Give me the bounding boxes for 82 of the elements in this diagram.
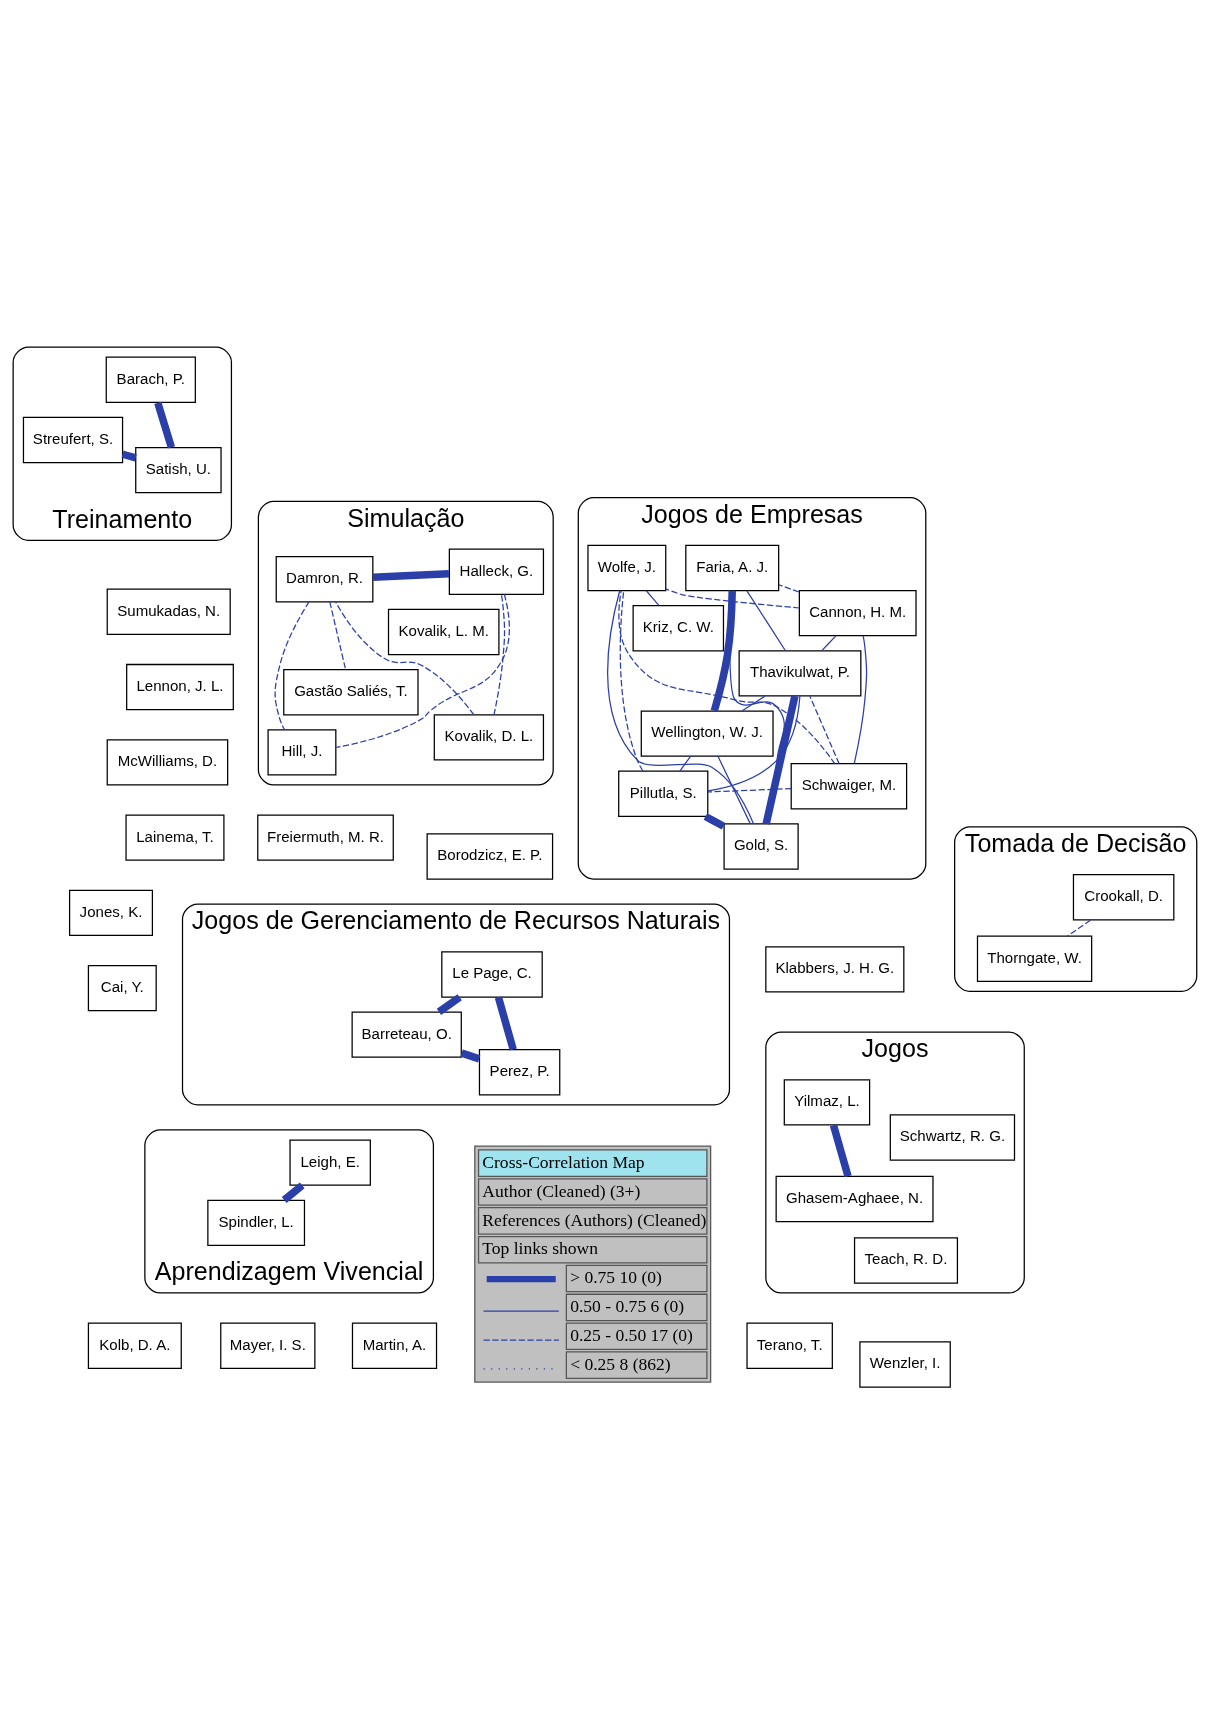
connector: [665, 587, 800, 609]
node-box: Thorngate, W.: [976, 935, 1093, 982]
connector: [493, 593, 506, 715]
node-box: Spindler, L.: [207, 1199, 306, 1246]
node-box: Cannon, H. M.: [798, 589, 917, 636]
connector: [853, 634, 868, 764]
node-box: Mayer, I. S.: [220, 1321, 316, 1369]
label: Top links shown: [482, 1237, 599, 1258]
node-box: Wenzler, I.: [859, 1340, 951, 1388]
connector: [778, 583, 800, 593]
node-box: Halleck, G.: [448, 548, 545, 595]
connector: [154, 401, 176, 448]
node-box: Klabbers, J. H. G.: [765, 945, 905, 993]
node-box: Gastão Saliés, T.: [283, 668, 419, 715]
connector: [329, 601, 347, 670]
connector: [829, 1123, 852, 1177]
node-box: Hill, J.: [267, 728, 337, 776]
label: References (Authors) (Cleaned): [482, 1209, 707, 1230]
connector: [335, 593, 510, 748]
node-box: Barach, P.: [105, 356, 196, 403]
node-box: Barreteau, O.: [351, 1010, 462, 1058]
node-box: Martin, A.: [351, 1321, 438, 1369]
node-box: Satish, U.: [135, 446, 222, 493]
connector: [494, 995, 517, 1051]
connector: [1066, 919, 1092, 937]
legend-label: 0.50 - 0.75 6 (0): [570, 1295, 685, 1316]
node-box: Lainema, T.: [125, 813, 225, 861]
node-box: Damron, R.: [275, 555, 374, 602]
node-box: Schwaiger, M.: [790, 762, 908, 809]
node-box: Yilmaz, L.: [783, 1078, 871, 1126]
node-box: Wolfe, J.: [587, 544, 667, 591]
connector: [121, 450, 137, 462]
node-box: Teach, R. D.: [853, 1236, 959, 1284]
node-box: Kovalik, D. L.: [433, 713, 545, 761]
connector: [645, 589, 660, 606]
node-box: Sumukadas, N.: [106, 588, 231, 635]
node-box: Freiermuth, M. R.: [257, 813, 394, 861]
connector: [436, 993, 462, 1015]
node-box: Kriz, C. W.: [632, 604, 725, 651]
connector: [703, 812, 726, 830]
label: Cross-Correlation Map: [482, 1151, 645, 1172]
connector: [741, 695, 766, 711]
legend-label: < 0.25 8 (862): [570, 1353, 671, 1374]
connector: [707, 787, 792, 793]
node-box: Thavikulwat, P.: [738, 649, 862, 697]
node-box: Perez, P.: [478, 1048, 561, 1095]
connector: [619, 589, 644, 772]
node-box: Streufert, S.: [22, 416, 124, 463]
connector: [335, 601, 475, 715]
node-box: Lennon, J. L.: [126, 663, 234, 710]
connector: [707, 695, 801, 792]
node-box: Kovalik, L. M.: [387, 608, 500, 655]
connector: [746, 589, 786, 651]
node-box: Gold, S.: [723, 822, 799, 870]
label: Author (Cleaned) (3+): [482, 1180, 641, 1201]
connector: [717, 755, 751, 824]
node-box: McWilliams, D.: [106, 738, 229, 786]
connector: [679, 755, 692, 772]
node-box: Jones, K.: [68, 889, 154, 936]
node-box: Schwartz, R. G.: [889, 1113, 1016, 1161]
connector: [821, 634, 837, 651]
node-box: Terano, T.: [746, 1321, 833, 1369]
node-box: Pillutla, S.: [618, 770, 709, 817]
node-box: Wellington, W. J.: [640, 709, 774, 757]
node-box: Le Page, C.: [441, 950, 543, 998]
node-box: Crookall, D.: [1072, 873, 1175, 920]
node-box: Faria, A. J.: [685, 544, 780, 591]
connector: [460, 1048, 481, 1062]
node-box: Kolb, D. A.: [87, 1321, 182, 1369]
connector: [710, 590, 736, 712]
connector: [762, 694, 799, 825]
connector: [372, 569, 450, 581]
node-box: Cai, Y.: [87, 964, 157, 1011]
node-box: Borodzicz, E. P.: [426, 832, 554, 880]
legend-label: 0.25 - 0.50 17 (0): [570, 1324, 693, 1345]
connector: [607, 589, 754, 824]
node-box: Ghasem-Aghaee, N.: [775, 1175, 934, 1222]
connector: [281, 1181, 305, 1203]
legend-label: > 0.75 10 (0): [570, 1266, 662, 1287]
connector: [809, 695, 840, 764]
connector: [618, 589, 836, 764]
node-box: Leigh, E.: [289, 1138, 371, 1186]
